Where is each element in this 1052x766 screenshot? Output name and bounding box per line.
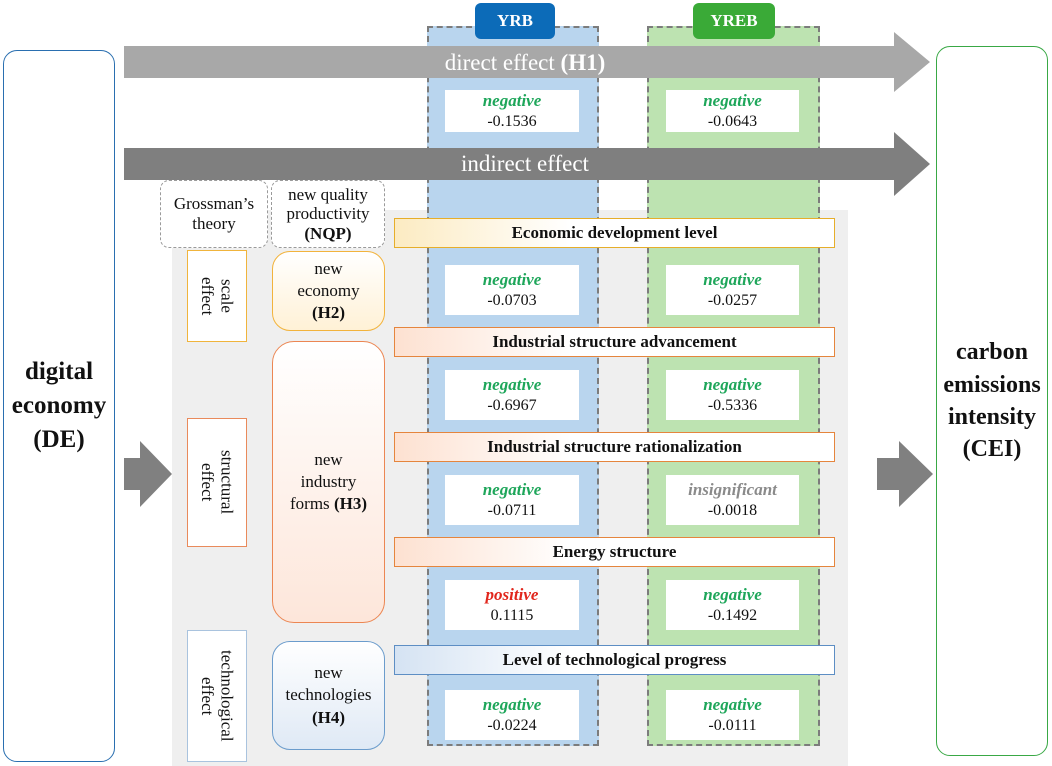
yrb-badge: YRB [475, 3, 555, 39]
sign-label: negative [703, 584, 762, 604]
structural-line2: effect [198, 463, 217, 502]
econ-yrb-card: negative -0.0703 [445, 265, 579, 315]
direct-effect-text: direct effect [444, 50, 561, 75]
new-economy-line1: new [314, 258, 343, 278]
sign-label: positive [485, 584, 539, 604]
grossman-line1: Grossman’s [173, 194, 255, 214]
sign-label: negative [482, 694, 542, 714]
coefficient-value: -0.0018 [707, 501, 758, 519]
coefficient-value: -0.0711 [487, 501, 537, 519]
de-line3: (DE) [33, 425, 85, 453]
adv-yreb-card: negative -0.5336 [666, 370, 799, 420]
econ-yreb-card: negative -0.0257 [666, 265, 799, 315]
tech-line1: technological [217, 650, 237, 742]
mechanism-structure-rationalization: Industrial structure rationalization [394, 432, 835, 462]
direct-yreb-card: negative -0.0643 [666, 90, 799, 132]
energy-yreb-card: negative -0.1492 [666, 580, 799, 630]
h1-label: (H1) [560, 50, 606, 75]
cei-line4: (CEI) [962, 436, 1022, 463]
sign-label: negative [703, 694, 762, 714]
coefficient-value: -0.1536 [487, 112, 537, 130]
grossman-line2: theory [192, 214, 236, 233]
scale-line1: scale [217, 279, 237, 313]
new-economy-line2: economy [297, 280, 360, 300]
nqp-line3: (NQP) [304, 223, 352, 243]
sign-label: negative [482, 374, 542, 394]
direct-yrb-card: negative -0.1536 [445, 90, 579, 132]
new-industry-forms-box: new industry forms (H3) [272, 341, 385, 623]
cei-line2: emissions [943, 371, 1041, 398]
indirect-effect-label: indirect effect [461, 151, 589, 176]
energy-yrb-card: positive 0.1115 [445, 580, 579, 630]
coefficient-value: -0.0257 [707, 291, 758, 309]
sign-label: negative [703, 269, 762, 289]
grossman-theory-box: Grossman’s theory [160, 180, 268, 248]
h2-label: (H2) [311, 303, 346, 323]
yreb-badge: YREB [693, 3, 775, 39]
cei-line3: intensity [947, 404, 1036, 430]
carbon-emissions-intensity-box: carbon emissions intensity (CEI) [936, 46, 1048, 756]
adv-yrb-card: negative -0.6967 [445, 370, 579, 420]
coefficient-value: -0.0703 [487, 291, 537, 309]
new-technologies-box: new technologies (H4) [272, 641, 385, 750]
mechanism-to-cei-arrow [877, 441, 933, 507]
sign-label: negative [482, 90, 542, 110]
nqp-line1: new quality [288, 184, 368, 204]
tech-yrb-card: negative -0.0224 [445, 690, 579, 740]
rat-yrb-card: negative -0.0711 [445, 475, 579, 525]
new-industry-line3: forms [290, 494, 334, 514]
de-line2: economy [11, 392, 107, 420]
mechanism-economic-development: Economic development level [394, 218, 835, 248]
coefficient-value: -0.1492 [707, 606, 758, 624]
coefficient-value: -0.0224 [487, 716, 537, 734]
nqp-box: new quality productivity (NQP) [271, 180, 385, 248]
coefficient-value: -0.0111 [708, 716, 757, 734]
sign-label: negative [703, 374, 762, 394]
cei-line1: carbon [955, 339, 1028, 366]
scale-effect-box: scale effect [187, 250, 247, 342]
structural-line1: structural [217, 450, 237, 515]
h4-label: (H4) [311, 707, 346, 727]
new-tech-line1: new [314, 663, 343, 683]
coefficient-value: -0.6967 [487, 396, 537, 414]
de-to-mechanism-arrow [124, 441, 172, 507]
structural-effect-box: structural effect [187, 418, 247, 547]
digital-economy-box: digital economy (DE) [3, 50, 115, 762]
new-economy-box: new economy (H2) [272, 251, 385, 331]
direct-effect-arrow [124, 32, 930, 92]
mechanism-technological-progress: Level of technological progress [394, 645, 835, 675]
de-line1: digital [24, 358, 94, 386]
coefficient-value: -0.5336 [707, 396, 758, 414]
rat-yreb-card: insignificant -0.0018 [666, 475, 799, 525]
tech-yreb-card: negative -0.0111 [666, 690, 799, 740]
h3-label: (H3) [333, 494, 367, 514]
sign-label: insignificant [688, 479, 777, 499]
sign-label: negative [482, 479, 542, 499]
new-tech-line2: technologies [285, 685, 372, 705]
scale-line2: effect [198, 276, 217, 316]
new-industry-line1: new [314, 449, 343, 469]
sign-label: negative [703, 90, 762, 110]
technological-effect-box: technological effect [187, 630, 247, 762]
new-industry-line2: industry [300, 471, 357, 491]
sign-label: negative [482, 269, 542, 289]
direct-effect-label: direct effect (H1) [125, 46, 925, 80]
mechanism-energy-structure: Energy structure [394, 537, 835, 567]
tech-line2: effect [198, 676, 217, 716]
nqp-line2: productivity [286, 204, 370, 224]
coefficient-value: 0.1115 [490, 606, 534, 624]
coefficient-value: -0.0643 [707, 112, 758, 130]
mechanism-structure-advancement: Industrial structure advancement [394, 327, 835, 357]
